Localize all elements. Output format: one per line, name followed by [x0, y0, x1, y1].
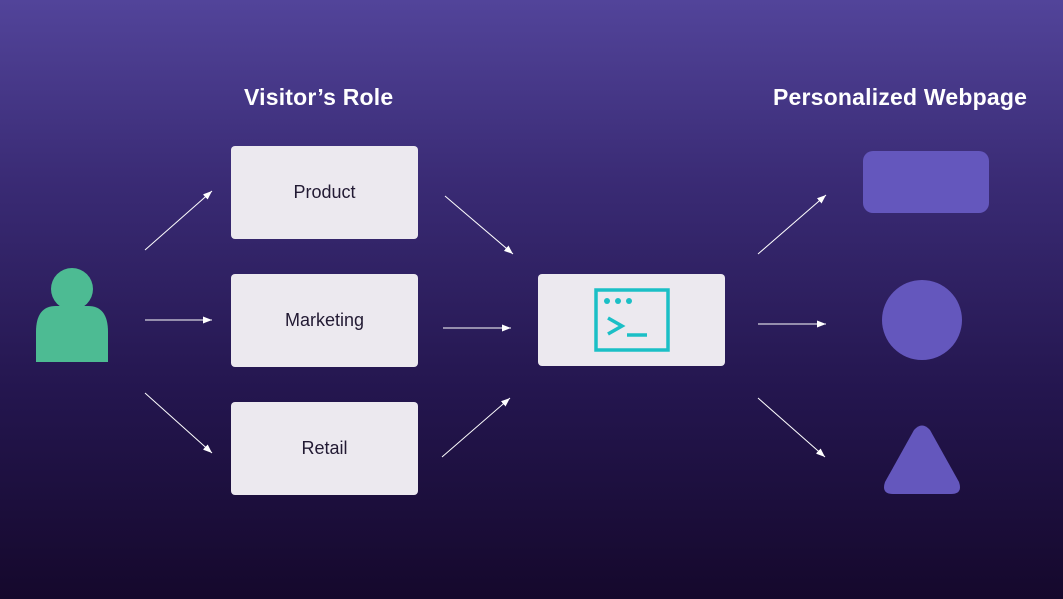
role-box-retail: Retail [231, 402, 418, 495]
arrow-product-to-processor [444, 195, 514, 255]
arrow-person-to-product [144, 190, 213, 251]
role-label-retail: Retail [301, 438, 348, 458]
triangle-shape [881, 424, 963, 501]
role-box-marketing: Marketing [231, 274, 418, 367]
arrow-person-to-retail [144, 392, 213, 454]
processor-box [538, 274, 725, 366]
rectangle-shape [863, 151, 989, 213]
arrow-processor-to-rectangle [757, 194, 827, 255]
circle-shape [882, 280, 962, 360]
role-label-marketing: Marketing [284, 310, 365, 330]
arrow-retail-to-processor [441, 397, 511, 458]
person-icon [34, 266, 110, 369]
role-box-product: Product [231, 146, 418, 239]
visitors-role-heading: Visitor’s Role [244, 84, 394, 110]
terminal-icon [594, 288, 670, 352]
arrow-processor-to-triangle [757, 397, 826, 458]
personalized-webpage-heading: Personalized Webpage [773, 84, 1028, 110]
role-label-product: Product [293, 182, 356, 202]
